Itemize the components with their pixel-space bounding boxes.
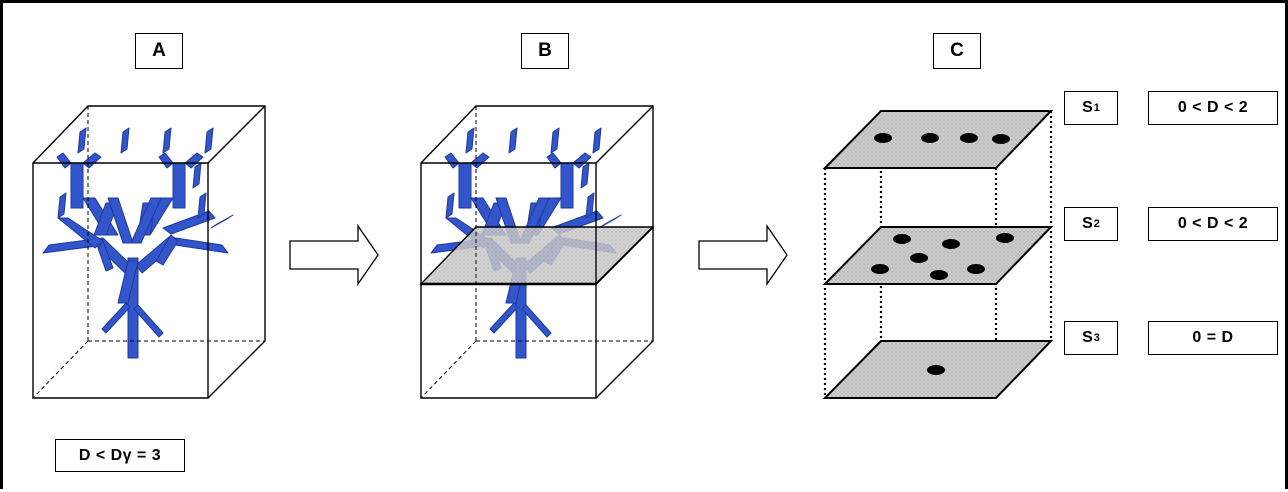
arrow-right-icon (698, 223, 788, 287)
panel-b-cutting-plane (419, 226, 655, 285)
section-label-s1-sub: 1 (1093, 102, 1100, 114)
section-label-s2-sub: 2 (1093, 218, 1100, 230)
section-plane-s1 (822, 110, 1054, 169)
section-relation-s1: 0 < D < 2 (1148, 91, 1278, 125)
section-relation-s2: 0 < D < 2 (1148, 207, 1278, 241)
panel-label-b: B (521, 33, 569, 69)
panel-b-volume (419, 105, 655, 399)
section-label-s2-main: S (1082, 215, 1093, 232)
panel-c-sections (822, 110, 1054, 399)
panel-label-a: A (135, 33, 183, 69)
section-plane-s3 (822, 340, 1054, 399)
panel-a-volume (32, 105, 266, 399)
panel-label-c: C (933, 33, 981, 69)
section-relation-s3: 0 = D (1148, 321, 1278, 355)
diagram-drawing (32, 105, 1054, 399)
section-plane-s2 (822, 226, 1054, 285)
section-label-s1-main: S (1082, 99, 1093, 116)
section-label-s3-main: S (1082, 329, 1093, 346)
section-label-s3-sub: 3 (1093, 332, 1100, 344)
panel-a-box (32, 105, 266, 399)
arrow-right-icon (289, 223, 379, 287)
dimension-note: D < Dγ = 3 (55, 439, 185, 472)
